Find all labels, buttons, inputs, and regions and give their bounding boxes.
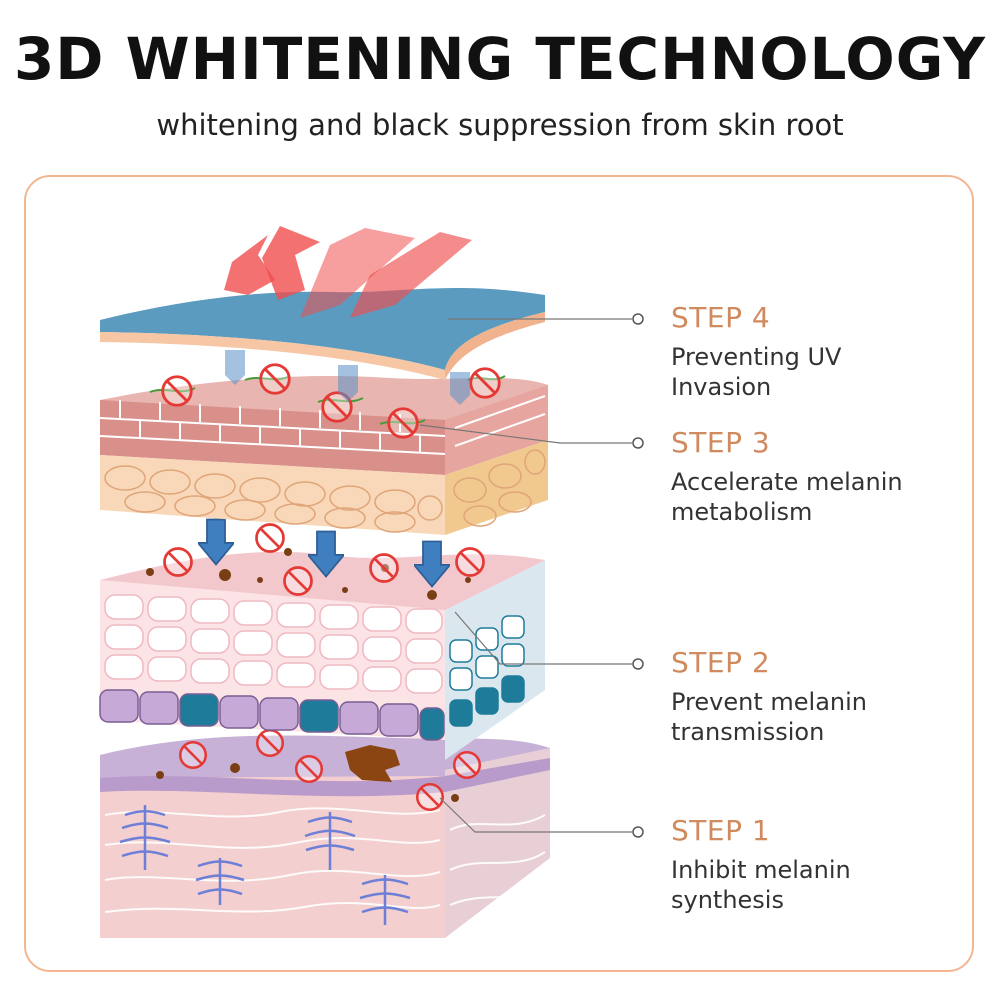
step-3-block: STEP 3 Accelerate melanin metabolism — [671, 426, 961, 527]
step-4-line-2: Invasion — [671, 372, 772, 401]
step-2-description: Prevent melanin transmission — [671, 687, 961, 747]
granular-layer — [99, 363, 548, 535]
epidermis-cell-layer — [99, 518, 545, 760]
gland-shape — [195, 858, 245, 905]
page-subtitle: whitening and black suppression from ski… — [156, 108, 844, 142]
page-title: 3D WHITENING TECHNOLOGY — [13, 25, 987, 93]
step-4-marker — [632, 313, 644, 325]
step-2-marker — [632, 658, 644, 670]
step-3-marker — [632, 437, 644, 449]
step-4-title: STEP 4 — [671, 301, 771, 334]
step-1-title: STEP 1 — [671, 814, 771, 847]
step-1-block: STEP 1 Inhibit melanin synthesis — [671, 814, 961, 915]
surface-layer — [100, 226, 545, 405]
step-1-line-1: Inhibit melanin — [671, 855, 851, 884]
step-2-line-2: transmission — [671, 717, 825, 746]
step-3-description: Accelerate melanin metabolism — [671, 467, 961, 527]
step-3-line-1: Accelerate melanin — [671, 467, 903, 496]
step-4-description: Preventing UV Invasion — [671, 342, 961, 402]
connector-lines — [419, 318, 632, 833]
step-1-description: Inhibit melanin synthesis — [671, 855, 961, 915]
gland-shape — [304, 812, 356, 870]
step-2-title: STEP 2 — [671, 646, 771, 679]
step-4-line-1: Preventing UV — [671, 342, 842, 371]
gland-shape — [119, 805, 171, 870]
step-2-block: STEP 2 Prevent melanin transmission — [671, 646, 961, 747]
step-3-title: STEP 3 — [671, 426, 771, 459]
step-1-line-2: synthesis — [671, 885, 784, 914]
step-1-marker — [632, 826, 644, 838]
step-2-line-1: Prevent melanin — [671, 687, 867, 716]
uv-rays — [224, 226, 472, 318]
dermis-layer — [100, 728, 550, 938]
gland-shape — [359, 875, 411, 925]
step-4-block: STEP 4 Preventing UV Invasion — [671, 301, 961, 402]
step-3-line-2: metabolism — [671, 497, 813, 526]
